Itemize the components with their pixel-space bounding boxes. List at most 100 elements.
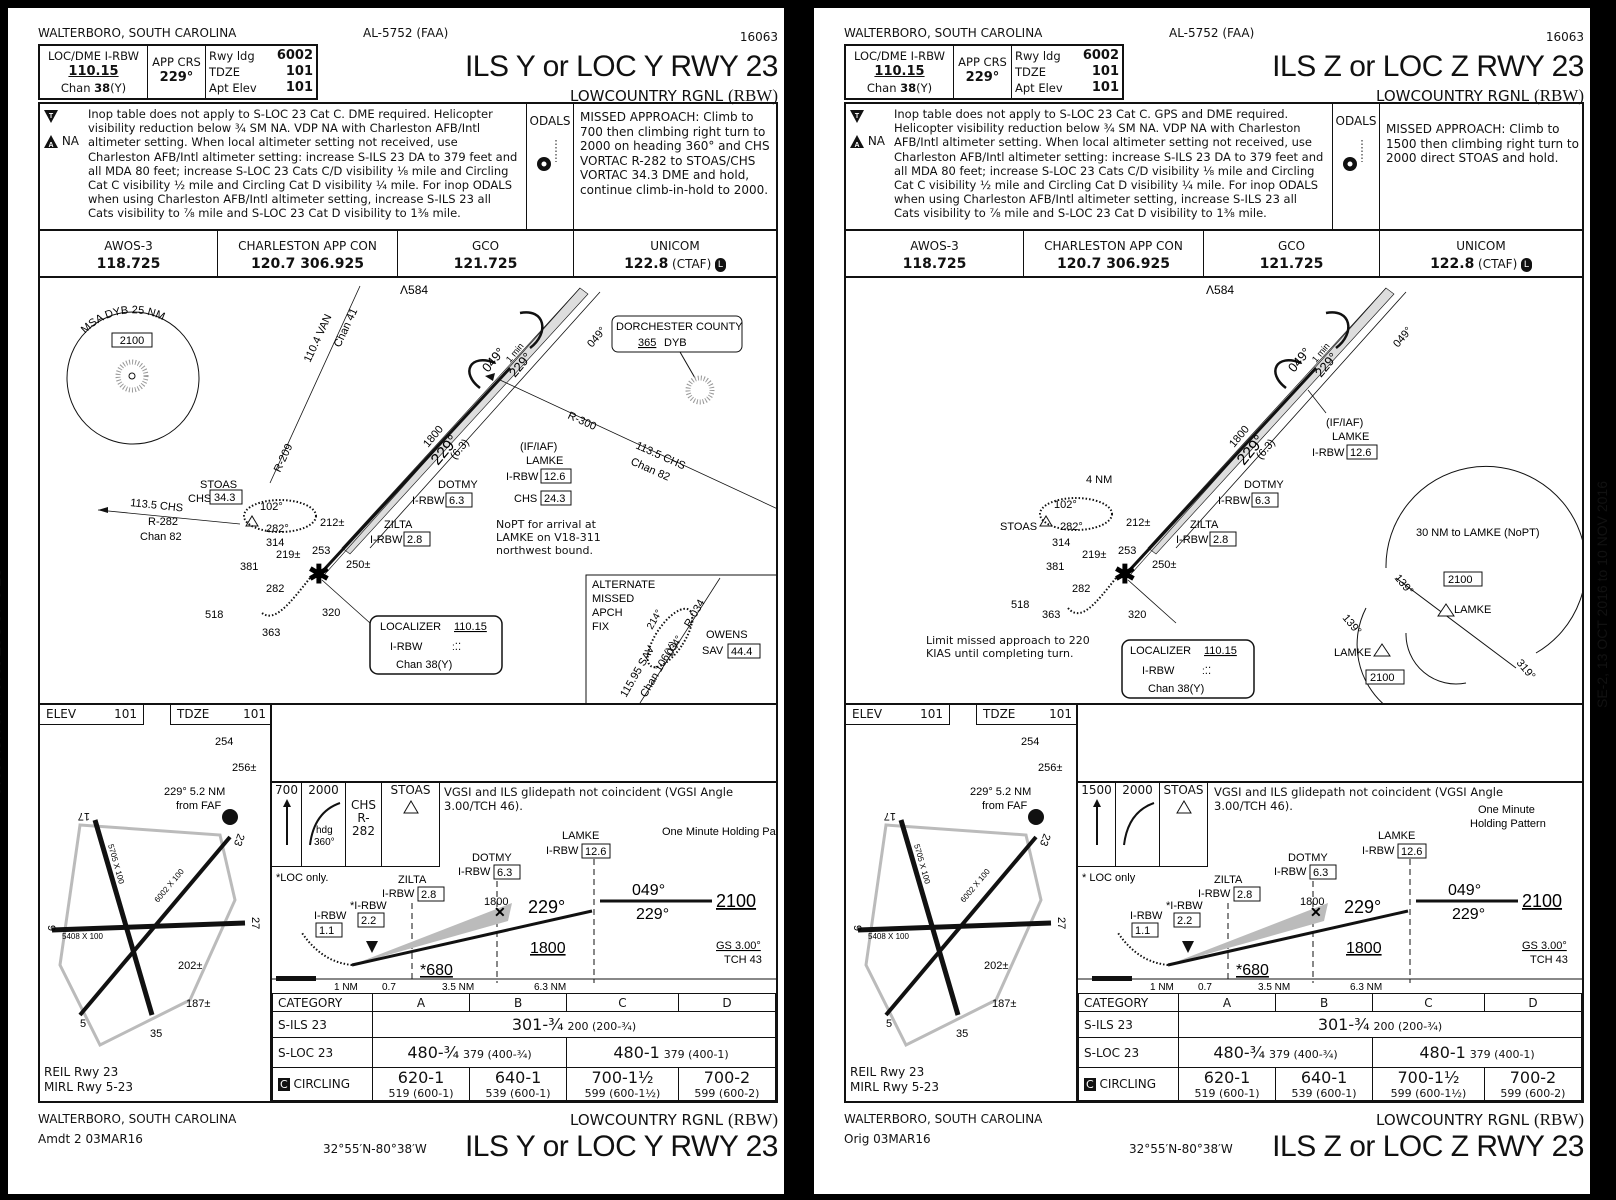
svg-text:LAMKE: LAMKE bbox=[1454, 604, 1491, 616]
svg-text:113.5 CHS: 113.5 CHS bbox=[130, 497, 184, 514]
circling-d-minimum: 700-2 bbox=[703, 1068, 751, 1087]
silis-minimum: 301-¾ bbox=[1317, 1015, 1370, 1034]
footer-city: WALTERBORO, SOUTH CAROLINA bbox=[844, 1112, 1043, 1126]
tdze-value: 101 bbox=[243, 707, 266, 721]
svg-text:DOTMY: DOTMY bbox=[438, 479, 478, 491]
svg-text:TCH 43: TCH 43 bbox=[1530, 954, 1568, 966]
svg-text:SAV: SAV bbox=[702, 645, 724, 657]
circling-label: C CIRCLING bbox=[1078, 1067, 1179, 1101]
svg-text:282: 282 bbox=[1072, 583, 1090, 595]
svg-text:5: 5 bbox=[886, 1018, 892, 1030]
svg-text:LAMKE: LAMKE bbox=[562, 830, 599, 842]
missed-approach-icons: 1500 2000 STOAS bbox=[1078, 783, 1208, 867]
svg-text:34.3: 34.3 bbox=[214, 492, 235, 504]
svg-text:253: 253 bbox=[1118, 545, 1136, 557]
loc-label: LOC/DME I-RBW bbox=[47, 49, 140, 63]
svg-text:Λ584: Λ584 bbox=[1206, 283, 1234, 297]
svg-text:253: 253 bbox=[312, 545, 330, 557]
svg-text:2100: 2100 bbox=[1522, 891, 1562, 911]
svg-text:*680: *680 bbox=[420, 962, 453, 979]
footer-airport-name: LOWCOUNTRY RGNL bbox=[1376, 1111, 1530, 1129]
chan-label: Chan bbox=[866, 81, 897, 95]
notes-section: T A NA Inop table does not apply to S-LO… bbox=[38, 102, 778, 230]
svg-text:219±: 219± bbox=[1082, 549, 1106, 561]
svg-text:282: 282 bbox=[266, 583, 284, 595]
header-al-number: AL-5752 (FAA) bbox=[363, 26, 449, 40]
svg-text:GS 3.00°: GS 3.00° bbox=[716, 940, 761, 952]
alternate-na: NA bbox=[867, 134, 886, 148]
airport-name: LOWCOUNTRY RGNL (RBW) bbox=[570, 86, 778, 106]
svg-text:1 NM: 1 NM bbox=[334, 982, 358, 993]
footer-airport-name: LOWCOUNTRY RGNL bbox=[570, 1111, 724, 1129]
svg-text:TCH 43: TCH 43 bbox=[724, 954, 762, 966]
silis-minimum: 301-¾ bbox=[511, 1015, 564, 1034]
briefing-strip: LOC/DME I-RBW 110.15 Chan 38(Y) APP CRS … bbox=[844, 44, 1124, 100]
svg-text:17: 17 bbox=[78, 810, 90, 822]
svg-text:LAMKE: LAMKE bbox=[1332, 431, 1369, 443]
svg-text:*I-RBW: *I-RBW bbox=[350, 900, 387, 912]
airport-name-text: LOWCOUNTRY RGNL bbox=[1376, 87, 1530, 105]
procedure-title: ILS Z or LOC Z RWY 23 bbox=[1272, 50, 1584, 83]
airport-name: LOWCOUNTRY RGNL (RBW) bbox=[1376, 86, 1584, 106]
circling-label: C CIRCLING bbox=[272, 1067, 373, 1101]
odals-label: ODALS bbox=[1335, 114, 1377, 128]
svg-text:110.15: 110.15 bbox=[454, 621, 487, 633]
msa-circle: 2100 MSA DYB 25 NM bbox=[66, 304, 200, 445]
tdze-label: TDZE bbox=[209, 65, 241, 79]
svg-text:282°: 282° bbox=[1060, 521, 1083, 533]
cat-c-header: C bbox=[566, 993, 679, 1012]
svg-text:365: 365 bbox=[638, 337, 656, 349]
svg-text:17: 17 bbox=[884, 810, 896, 822]
cat-d-header: D bbox=[1483, 993, 1583, 1012]
svg-text:5408 X 100: 5408 X 100 bbox=[62, 932, 103, 941]
comm-freq: 118.725 bbox=[902, 256, 967, 272]
svg-text:Holding Pattern: Holding Pattern bbox=[1470, 818, 1546, 830]
svg-text:363: 363 bbox=[1042, 609, 1060, 621]
ctaf-label: (CTAF) bbox=[1478, 257, 1518, 271]
comm-name: AWOS-3 bbox=[104, 239, 153, 253]
svg-text:LOCALIZER: LOCALIZER bbox=[1130, 645, 1191, 657]
svg-text:✕: ✕ bbox=[494, 904, 506, 920]
svg-text:I-RBW: I-RBW bbox=[382, 888, 415, 900]
alternate-minimums-icon: A NA bbox=[44, 130, 88, 152]
svg-text:9: 9 bbox=[851, 925, 863, 931]
nopt-note: NoPT for arrival at LAMKE on V18-311 nor… bbox=[496, 518, 601, 557]
silis-label: S-ILS 23 bbox=[272, 1011, 373, 1038]
svg-text:2.8: 2.8 bbox=[421, 889, 436, 901]
pilot-controlled-lighting-icon: L bbox=[1520, 257, 1532, 272]
ma-icon-radial: CHS R-282 bbox=[346, 783, 382, 866]
elev-label: ELEV bbox=[852, 707, 883, 721]
svg-text:0.7: 0.7 bbox=[1198, 982, 1212, 993]
missed-approach-text: MISSED APPROACH: Climb to 1500 then clim… bbox=[1386, 122, 1579, 165]
tdze-label: TDZE bbox=[1015, 65, 1047, 79]
svg-text:DOTMY: DOTMY bbox=[1288, 852, 1328, 864]
circling-a-minimum: 620-1 bbox=[1203, 1068, 1251, 1087]
svg-text:319°: 319° bbox=[1514, 657, 1538, 682]
svg-text:STOAS: STOAS bbox=[1000, 521, 1037, 533]
header-city: WALTERBORO, SOUTH CAROLINA bbox=[844, 26, 1043, 40]
chart-header: WALTERBORO, SOUTH CAROLINA AL-5752 (FAA)… bbox=[38, 20, 778, 44]
footer-amendment: Amdt 2 03MAR16 bbox=[38, 1132, 143, 1146]
svg-text:320: 320 bbox=[1128, 609, 1146, 621]
svg-text:LAMKE: LAMKE bbox=[1334, 647, 1371, 659]
minimums-table: CATEGORY A B C D S-ILS 23 301-¾ 200 (200… bbox=[1078, 993, 1583, 1101]
footer-airport: LOWCOUNTRY RGNL (RBW) bbox=[1376, 1110, 1584, 1130]
circling-d-haa: 599 (600-2) bbox=[1500, 1087, 1566, 1100]
profile-view: 1500 2000 STOAS VGSI and ILS glidepath n… bbox=[1078, 781, 1582, 993]
sloc-cd-haa: 379 (400-1) bbox=[663, 1048, 729, 1061]
svg-text:30 NM to LAMKE (NoPT): 30 NM to LAMKE (NoPT) bbox=[1416, 527, 1539, 539]
circling-c-haa: 599 (600-1½) bbox=[1390, 1087, 1467, 1100]
svg-text:23: 23 bbox=[1037, 832, 1052, 848]
svg-text:229°: 229° bbox=[1344, 897, 1381, 917]
plan-continuation bbox=[272, 705, 776, 785]
svg-text:2.2: 2.2 bbox=[361, 915, 376, 927]
